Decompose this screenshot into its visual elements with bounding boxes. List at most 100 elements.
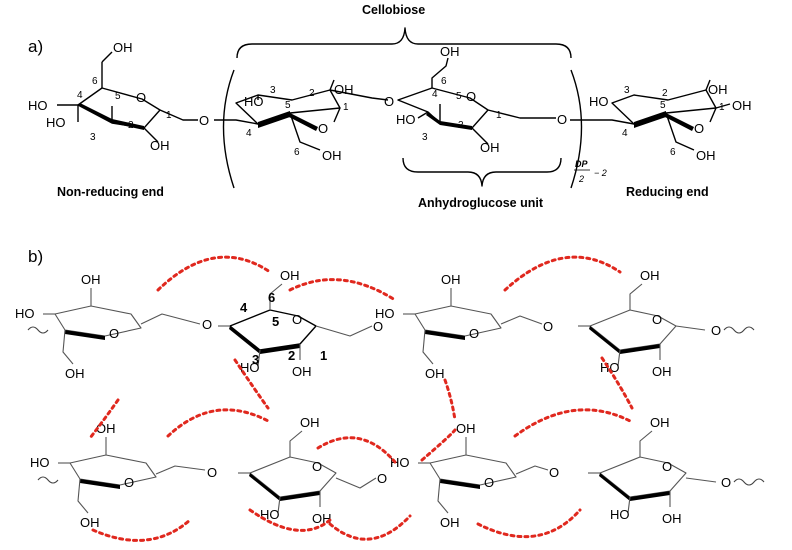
cellobiose-brace xyxy=(236,27,572,59)
ring-up-wedge-t4 xyxy=(589,326,660,354)
c1-number-r4: 1 xyxy=(719,102,725,113)
c1-number-r3: 1 xyxy=(496,110,502,121)
ring-up-c3-bond-b2 xyxy=(277,496,281,514)
glycosidic-bond-b4 xyxy=(685,477,717,483)
c3-number-r4: 3 xyxy=(624,85,630,96)
chain-end-squiggle-top-right xyxy=(723,326,755,334)
c6-number-r4: 6 xyxy=(670,147,676,158)
ho-c3-r3: HO xyxy=(396,112,416,127)
c6-number-r1: 6 xyxy=(92,76,98,87)
c4-number-b: 4 xyxy=(240,300,248,315)
c1-number-r1: 1 xyxy=(166,110,172,121)
chain-end-squiggle-top-left xyxy=(27,326,49,334)
ring-up-b2 xyxy=(249,456,337,498)
c2-number-r4: 2 xyxy=(662,88,668,99)
glycosidic-bond-b3 xyxy=(515,465,549,475)
ring-down-wedge-b1 xyxy=(80,479,120,489)
ring-oxygen-up-b2: O xyxy=(312,459,322,474)
ho-c3-r4: HO xyxy=(589,94,609,109)
panel-b-label: b) xyxy=(28,247,43,266)
oh-c6-up-t4: OH xyxy=(640,268,660,283)
glycosidic-oxygen-3: O xyxy=(557,112,567,127)
c4-number-r4: 4 xyxy=(622,128,628,139)
oh-c2-r3: OH xyxy=(480,140,500,155)
ring-up-wedge-b4 xyxy=(599,473,670,501)
reducing-end-label: Reducing end xyxy=(626,185,709,199)
hydrogen-bond-2 xyxy=(288,278,397,302)
c2-number-r3: 2 xyxy=(458,120,464,131)
glycosidic-oxygen-b-b1: O xyxy=(207,465,217,480)
cellobiose-label: Cellobiose xyxy=(362,3,425,17)
ring-up-wedge-t2 xyxy=(229,326,300,354)
glycosidic-bond-b1 xyxy=(155,465,206,475)
ring-down-wedge-t1 xyxy=(65,330,105,340)
ring-down-c6-bond-t1 xyxy=(62,329,74,365)
ring-down-c6-bond-b3 xyxy=(437,478,449,514)
c5-number-r3: 5 xyxy=(456,91,462,102)
hydrogen-bond-7 xyxy=(88,398,120,440)
glycosidic-bond-t4 xyxy=(675,325,706,331)
ring-oxygen-down-b1: O xyxy=(124,475,134,490)
ring-down-wedge-t3 xyxy=(425,330,465,340)
glycosidic-bond-t2 xyxy=(315,325,373,337)
c5-number-r1: 5 xyxy=(115,91,121,102)
oh-c1-r4: OH xyxy=(732,98,752,113)
oh-c2-down-t3: OH xyxy=(441,272,461,287)
chain-end-squiggle-bottom-left xyxy=(37,476,59,484)
ring-oxygen-r4: O xyxy=(694,121,704,136)
ring-up-t4 xyxy=(589,309,677,351)
oh-c6-up-t2: OH xyxy=(280,268,300,283)
oh-c6-up-b2: OH xyxy=(300,415,320,430)
glycosidic-oxygen-b-b4: O xyxy=(721,475,731,490)
close-parenthesis xyxy=(570,69,583,189)
ring-up-c3-bond-t2 xyxy=(257,349,261,367)
hydrogen-bond-15 xyxy=(476,508,582,538)
ring-oxygen-down-t1: O xyxy=(109,326,119,341)
dp-numerator: DP xyxy=(575,159,588,169)
ring-up-c3-bond-b4 xyxy=(627,496,631,514)
c3-number-r2: 3 xyxy=(270,85,276,96)
ring-oxygen-up-t2: O xyxy=(292,312,302,327)
anhydroglucose-unit-label: Anhydroglucose unit xyxy=(418,196,544,210)
oh-c6-r2: OH xyxy=(322,148,342,163)
c5-number-r2: 5 xyxy=(285,100,291,111)
ring-up-c6-bond-b2 xyxy=(289,430,303,457)
ring-oxygen-r1: O xyxy=(136,90,146,105)
dp-denominator: 2 xyxy=(578,174,584,184)
panel-a-label: a) xyxy=(28,37,43,56)
oh-c6-r4: OH xyxy=(696,148,716,163)
ho-c3-down-t1: HO xyxy=(15,306,35,321)
c2-number-r1: 2 xyxy=(128,120,134,131)
glycosidic-oxygen-b-t1: O xyxy=(202,317,212,332)
oh-c6-up-b4: OH xyxy=(650,415,670,430)
ring-down-c6-bond-t3 xyxy=(422,329,434,365)
oh-c2-up-t2: OH xyxy=(292,364,312,379)
ring-oxygen-down-b3: O xyxy=(484,475,494,490)
ring-flipped-1 xyxy=(214,79,389,151)
c4-number-r2: 4 xyxy=(246,128,252,139)
ring-up-c6-bond-t4 xyxy=(629,283,643,310)
ho-c3-down-b1: HO xyxy=(30,455,50,470)
oh-c2-down-t1: OH xyxy=(81,272,101,287)
glycosidic-oxygen-b-b3: O xyxy=(549,465,559,480)
glycosidic-oxygen-1: O xyxy=(199,113,209,128)
hydrogen-bond-11 xyxy=(513,408,634,438)
oh-c2-down-b1: OH xyxy=(96,421,116,436)
oh-c2-down-b3: OH xyxy=(456,421,476,436)
oh-c2-up-b4: OH xyxy=(662,511,682,526)
c6-number-b: 6 xyxy=(268,290,275,305)
hydrogen-bond-8 xyxy=(166,408,272,438)
c3-number-r1: 3 xyxy=(90,132,96,143)
anhydroglucose-brace xyxy=(402,157,562,187)
hydrogen-bond-1 xyxy=(156,255,272,292)
ho-c3-r1: HO xyxy=(46,115,66,130)
glycosidic-oxygen-2: O xyxy=(384,94,394,109)
ring-oxygen-r3: O xyxy=(466,89,476,104)
hydrogen-bond-13 xyxy=(328,514,412,541)
ring-anhydroglucose xyxy=(397,57,556,145)
ho-c3-up-t2: HO xyxy=(240,360,260,375)
oh-c6-r1: OH xyxy=(113,40,133,55)
